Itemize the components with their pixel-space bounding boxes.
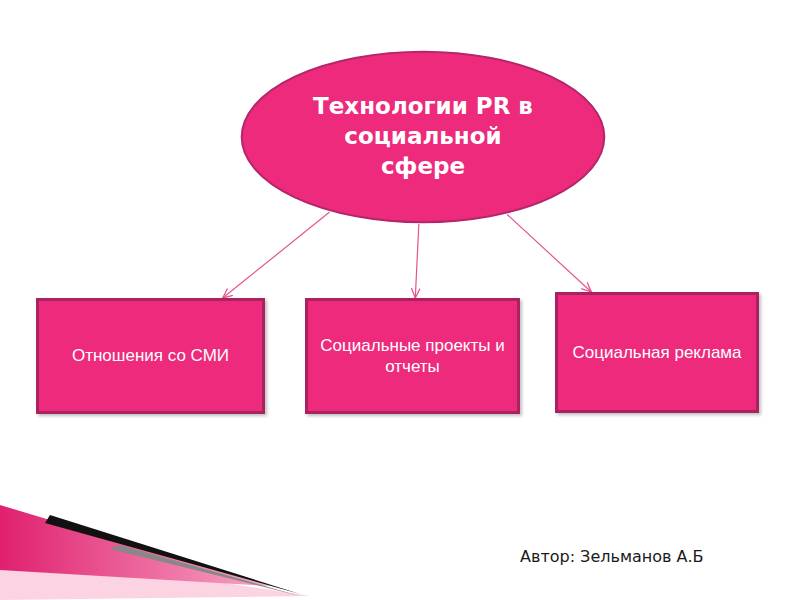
node-text: Социальная реклама [562,336,751,369]
grey-wedge [110,545,300,596]
arrow-connector [223,212,330,298]
category-box: Социальные проекты и отчеты [305,298,520,414]
node-text: Отношения со СМИ [62,339,239,372]
category-box: Социальная реклама [555,292,759,413]
arrow-connector [415,224,419,298]
topic-ellipse: Технологии PR в социальной сфере [238,50,608,224]
black-wedge [45,515,300,594]
author-note: Автор: Зельманов А.Б [520,547,704,566]
category-box: Отношения со СМИ [36,298,265,414]
node-text: Социальные проекты и отчеты [308,329,517,384]
arrow-connector [507,214,591,292]
node-text: Технологии PR в социальной сфере [313,92,533,182]
